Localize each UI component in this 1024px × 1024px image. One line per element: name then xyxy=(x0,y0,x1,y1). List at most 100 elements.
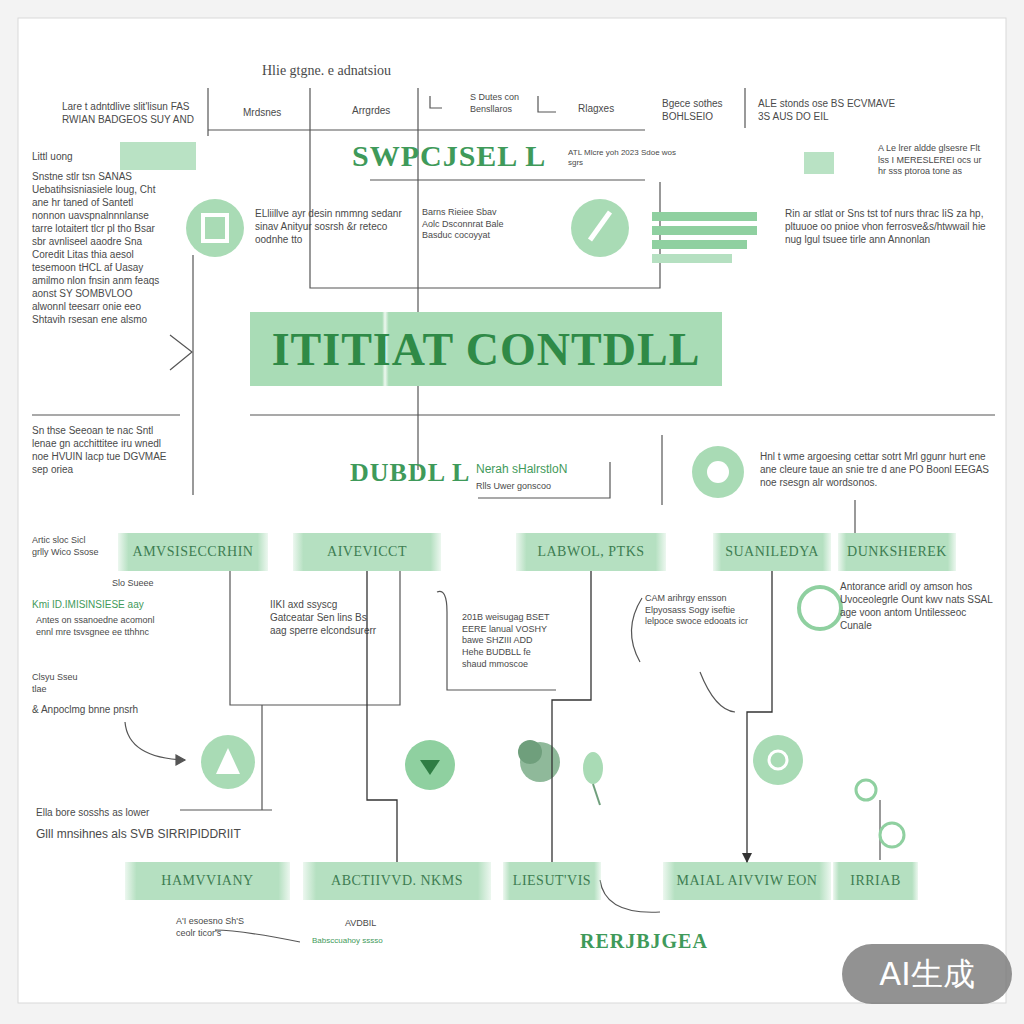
band-text: HAMVVIANY xyxy=(161,873,253,889)
column-head: Bgece sothes BOHLSEIO xyxy=(662,97,737,123)
arrow-head xyxy=(176,755,185,765)
body-text: Antorance aridl oy amson hos Uvoceolegrl… xyxy=(840,580,995,632)
divider-line xyxy=(207,88,208,136)
label-band: MAIAL AIVVIW EON xyxy=(663,862,831,900)
connector xyxy=(747,571,772,862)
body-text: Barns Rieiee Sbav Aolc Dsconnrat Bale Ba… xyxy=(422,207,510,242)
leader-line xyxy=(180,705,272,810)
note-text: ATL Mlcre yoh 2023 Sdoe wos sgrs xyxy=(568,148,683,169)
note-text: Glll mnsihnes als SVB SIRRIPIDDRIIT xyxy=(36,827,241,843)
note-text: Littl uong xyxy=(32,150,73,163)
leader-line xyxy=(125,722,185,760)
heading-note: Hlie gtgne. e adnatsiou xyxy=(262,62,391,80)
icon-circle xyxy=(753,735,803,785)
note-text: AVDBIL xyxy=(345,918,376,930)
column-head: ALE stonds ose BS ECVMAVE 3S AUS DO EIL xyxy=(758,97,898,123)
icon-circle xyxy=(571,199,629,257)
green-tag xyxy=(804,152,834,174)
left-line xyxy=(192,255,193,495)
divider-line xyxy=(744,88,745,128)
body-text: Hnl t wme argoesing cettar sotrt Mrl ggu… xyxy=(760,450,1000,489)
label-band: HAMVVIANY xyxy=(125,862,290,900)
label-band: AMVSISECCRHIN xyxy=(118,533,268,571)
note-text: Artic sloc Sicl grlly Wico Ssose xyxy=(32,535,102,558)
band-text: MAIAL AIVVIW EON xyxy=(677,873,818,889)
band-text: SUANILEDYA xyxy=(725,544,819,560)
column-head: Rlagxes xyxy=(578,102,614,115)
band-text: DUNKSHEREK xyxy=(847,544,947,560)
label-band: IRRIAB xyxy=(833,862,918,900)
label-band: LABWOL, PTKS xyxy=(516,533,666,571)
icon-glyph xyxy=(420,760,440,775)
section-rule xyxy=(32,414,180,415)
section-heading: DUBDL L xyxy=(350,456,470,490)
column-head: Arrgrdes xyxy=(352,104,390,117)
plant-illustration xyxy=(518,740,603,805)
icon-circle xyxy=(201,735,255,789)
note-text: Slo Sueee xyxy=(112,578,154,590)
bar-stripe xyxy=(652,212,757,221)
watermark: AI生成 xyxy=(842,944,1012,1004)
icon-ring xyxy=(880,823,904,847)
bar-stripe xyxy=(652,254,732,263)
band-text: AIVEVICCT xyxy=(327,544,407,560)
group-frame xyxy=(230,571,400,705)
body-text: Rin ar stlat or Sns tst tof nurs thrac I… xyxy=(785,207,990,246)
stem xyxy=(593,784,600,805)
label-band: SUANILEDYA xyxy=(713,533,831,571)
note-text: Rlls Uwer gonscoo xyxy=(476,481,551,493)
band-text: LABWOL, PTKS xyxy=(537,544,644,560)
header-rule xyxy=(370,179,645,180)
note-text: Clsyu Sseu tlae xyxy=(32,672,92,695)
body-text: ELliillve ayr desin nmmng sedanr sinav A… xyxy=(255,207,415,246)
divider-line xyxy=(661,435,662,505)
column-head: S Dutes con Bensllaros xyxy=(470,92,540,115)
title-band: ITITIAT CONTDLL xyxy=(250,312,722,386)
icon-glyph xyxy=(707,461,729,483)
body-text: Sn thse Seeoan te nac Sntl lenae gn acch… xyxy=(32,424,172,476)
label-band: DUNKSHEREK xyxy=(838,533,956,571)
leader-line xyxy=(437,591,556,690)
bar-stripe xyxy=(652,226,757,235)
icon-glyph xyxy=(203,215,227,241)
band-text: IRRIAB xyxy=(850,873,900,889)
label-band: ABCTIIVVD. NKMS xyxy=(303,862,491,900)
leader-line xyxy=(215,930,300,942)
body-text: IIKI axd ssyscg Gatceatar Sen lins Bs aa… xyxy=(270,598,380,637)
band-text: LIESUT'VIS xyxy=(513,873,591,889)
icon-circle xyxy=(692,446,744,498)
body-text: Antes on ssanoedne acomonl ennl mre tsvs… xyxy=(36,615,171,638)
section-heading: RERJBJGEA xyxy=(580,928,708,954)
icon-group xyxy=(186,199,904,847)
body-text: Snstne stlr tsn SANAS Uebatihsisniasiele… xyxy=(32,170,167,326)
leaf xyxy=(583,752,603,784)
frame-line xyxy=(310,88,660,288)
icon-ring xyxy=(856,780,876,800)
green-note: Kmi ID.IMISINSIESE aay xyxy=(32,598,144,611)
icon-circle xyxy=(186,199,244,257)
note-text: Lare t adntdlive slit'lisun FAS RWIAN BA… xyxy=(62,100,212,126)
bar-stripe xyxy=(652,240,747,249)
bracket xyxy=(631,598,642,662)
step-line xyxy=(538,96,556,112)
note-text: & Anpoclmg bnne pnsrh xyxy=(32,703,138,716)
label-band: AIVEVICCT xyxy=(293,533,441,571)
icon-circle xyxy=(405,740,455,790)
band-text: AMVSISECCRHIN xyxy=(133,544,254,560)
connector xyxy=(552,571,591,862)
section-rule xyxy=(250,414,995,415)
body-text: 201B weisugag BSET EERE lanual VOSHY baw… xyxy=(462,612,554,670)
note-text: A Le lrer aldde glsesre Flt lss I MERESL… xyxy=(878,143,990,178)
green-tag xyxy=(120,142,196,170)
body-text: CAM arihrgy ensson Elpyosass Sogy isefti… xyxy=(645,593,765,628)
bracket xyxy=(170,335,192,370)
icon-glyph xyxy=(769,751,787,769)
icon-glyph xyxy=(216,748,240,774)
note-text: Ella bore sosshs as lower xyxy=(36,806,149,819)
column-head: Mrdsnes xyxy=(243,106,281,119)
icon-glyph xyxy=(590,212,610,240)
page-frame xyxy=(18,18,1006,1003)
